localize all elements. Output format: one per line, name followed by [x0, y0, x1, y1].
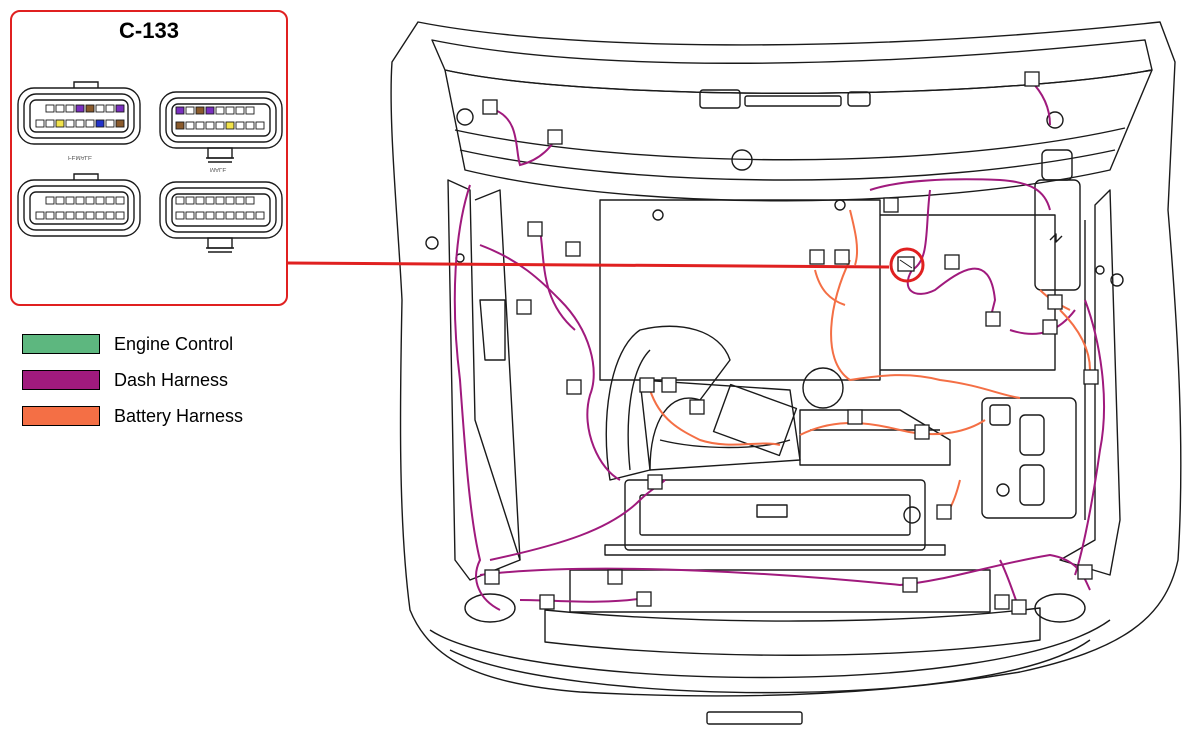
- legend-label: Battery Harness: [114, 405, 244, 426]
- connector-block[interactable]: [566, 379, 582, 395]
- legend-swatch: [22, 406, 100, 426]
- radiator: [624, 479, 926, 551]
- front-bumper: [429, 619, 1111, 679]
- battery-harness-wire: [849, 209, 859, 266]
- connector-block[interactable]: [809, 249, 825, 265]
- connector-block[interactable]: [1083, 369, 1099, 385]
- connector-title: C-133: [119, 18, 179, 43]
- battery-harness-wire: [1059, 309, 1091, 371]
- dash-harness-wire: [539, 229, 576, 331]
- master-cylinder: [1034, 179, 1081, 291]
- engine-block: [639, 379, 801, 471]
- male-label: MALE: [210, 166, 227, 172]
- dash-harness-wire: [479, 553, 1091, 591]
- battery: [981, 397, 1077, 519]
- connector-block[interactable]: [847, 409, 863, 425]
- connector-block[interactable]: [482, 99, 498, 115]
- connector-block[interactable]: [689, 399, 705, 415]
- connector-block[interactable]: [902, 577, 918, 593]
- connector-block[interactable]: [639, 377, 655, 393]
- connector-block[interactable]: [565, 241, 581, 257]
- battery-harness-wire: [830, 259, 1021, 399]
- dash-harness-wire: [453, 184, 501, 611]
- dash-harness-wire: [869, 178, 1051, 211]
- connector-block[interactable]: [944, 254, 960, 270]
- legend-item-engine-control: Engine Control: [22, 326, 243, 362]
- connector-inset-panel: C-133: [10, 10, 288, 306]
- connector-block[interactable]: [527, 221, 543, 237]
- battery-harness-wire: [649, 389, 781, 446]
- connector-block[interactable]: [1011, 599, 1027, 615]
- hood-inner-outline: [431, 39, 1153, 94]
- connector-block[interactable]: [607, 569, 623, 585]
- legend-label: Engine Control: [114, 333, 234, 354]
- battery-harness-wire: [799, 419, 986, 436]
- dash-harness-wire: [906, 189, 997, 321]
- connector-block[interactable]: [647, 474, 663, 490]
- legend-swatch: [22, 334, 100, 354]
- connector-face-male-pinned[interactable]: [159, 91, 283, 163]
- connector-block[interactable]: [883, 197, 899, 213]
- connector-block[interactable]: [1077, 564, 1093, 580]
- connector-block[interactable]: [1047, 294, 1063, 310]
- connector-block[interactable]: [539, 594, 555, 610]
- throttle-body: [802, 367, 844, 409]
- dash-harness-wire: [479, 244, 621, 481]
- connector-block[interactable]: [994, 594, 1010, 610]
- connector-block[interactable]: [914, 424, 930, 440]
- legend-swatch: [22, 370, 100, 390]
- connector-block[interactable]: [1024, 71, 1040, 87]
- cowl-panel: [444, 69, 1153, 202]
- connector-block[interactable]: [936, 504, 952, 520]
- connector-block[interactable]: [661, 377, 677, 393]
- dash-harness-wire: [519, 597, 646, 603]
- connector-block[interactable]: [985, 311, 1001, 327]
- connector-face-female-pinned[interactable]: [17, 81, 141, 145]
- connector-block[interactable]: [1042, 319, 1058, 335]
- callout-circle[interactable]: [889, 247, 925, 283]
- harness-legend: Engine Control Dash Harness Battery Harn…: [22, 326, 243, 434]
- female-label: FEMALE: [68, 154, 93, 160]
- firewall: [599, 199, 881, 381]
- connector-block[interactable]: [484, 569, 500, 585]
- legend-item-battery-harness: Battery Harness: [22, 398, 243, 434]
- legend-label: Dash Harness: [114, 369, 229, 390]
- connector-block[interactable]: [547, 129, 563, 145]
- dash-harness-wire: [494, 109, 556, 167]
- dash-harness-wire: [1074, 299, 1105, 576]
- connector-face-views: [17, 81, 283, 253]
- battery-harness-wire: [814, 269, 846, 306]
- connector-block[interactable]: [516, 299, 532, 315]
- callout-leader-line: [287, 261, 890, 269]
- connector-face-female-empty[interactable]: [17, 173, 141, 237]
- right-fender-rail: [1059, 189, 1121, 576]
- air-intake-tube: [605, 325, 731, 481]
- connector-face-male-empty[interactable]: [159, 181, 283, 253]
- connector-block[interactable]: [636, 591, 652, 607]
- connector-block[interactable]: [834, 249, 850, 265]
- front-crossmember: [569, 569, 991, 613]
- legend-item-dash-harness: Dash Harness: [22, 362, 243, 398]
